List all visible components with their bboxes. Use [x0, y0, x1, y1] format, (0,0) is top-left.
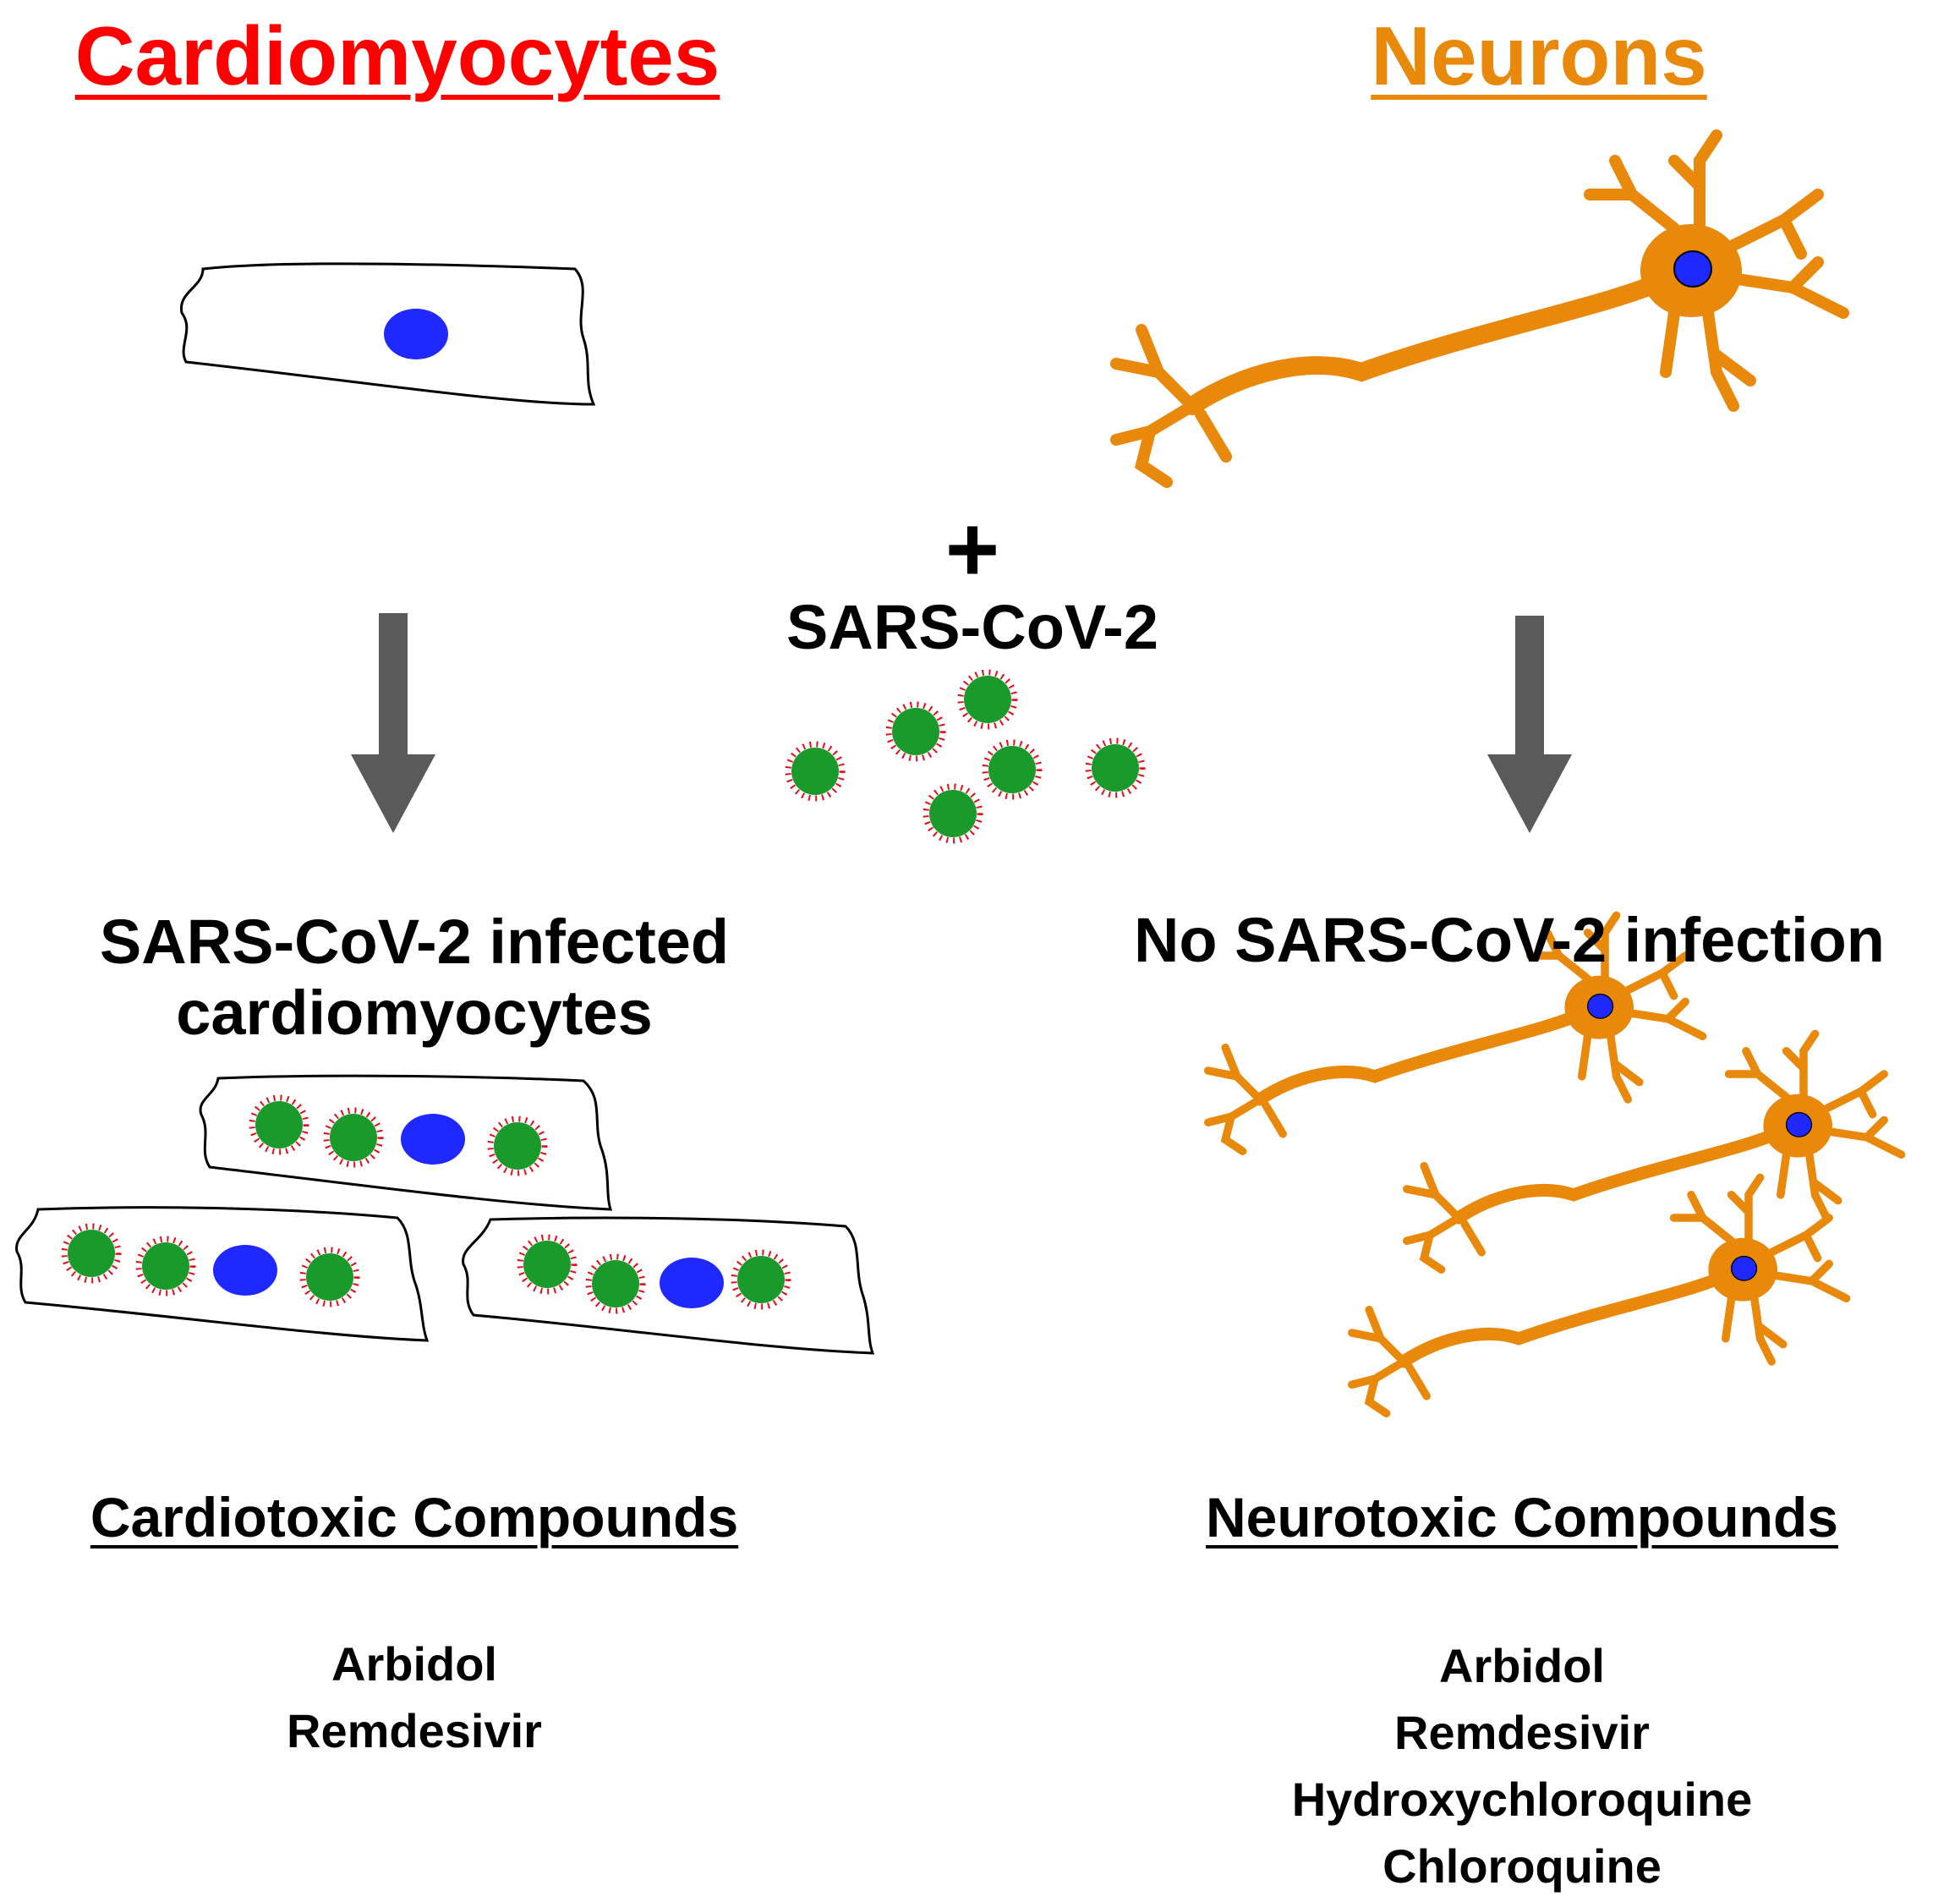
- right-arrow: [1487, 616, 1572, 833]
- cardiotoxic-heading: Cardiotoxic Compounds: [90, 1486, 739, 1548]
- no-infection-label: No SARS-CoV-2 infection: [1133, 905, 1886, 975]
- infected-cardiomyocyte: [462, 1216, 875, 1355]
- virus-particle: [889, 704, 943, 759]
- virus-particle: [985, 743, 1039, 797]
- uninfected-neuron: [1407, 1033, 1902, 1269]
- compound-item: Arbidol: [331, 1637, 497, 1691]
- left-arrow: [351, 613, 435, 833]
- compound-item: Chloroquine: [1382, 1839, 1662, 1893]
- virus-particle: [788, 744, 842, 798]
- uninfected-neuron: [1352, 1177, 1847, 1413]
- virus-cluster: [788, 672, 1142, 841]
- infected-label-line1: SARS-CoV-2 infected: [99, 907, 730, 977]
- cardiotoxic-compound-list: Arbidol Remdesivir: [17, 1631, 812, 1764]
- neurotoxic-heading: Neurotoxic Compounds: [1205, 1486, 1838, 1548]
- virus-particle: [961, 672, 1015, 726]
- virus-particle: [1088, 741, 1142, 795]
- cardiomyocytes-title: Cardiomyocytes: [74, 9, 720, 102]
- compound-item: Arbidol: [1439, 1639, 1605, 1692]
- infected-cardiomyocyte: [199, 1074, 613, 1211]
- nucleus: [384, 309, 448, 359]
- neuron-cell: [1116, 135, 1843, 482]
- neurons-title: Neurons: [1371, 9, 1707, 102]
- virus-label: SARS-CoV-2: [786, 592, 1158, 662]
- infected-label-line2: cardiomyocytes: [176, 978, 653, 1048]
- neurotoxic-compound-list: Arbidol Remdesivir Hydroxychloroquine Ch…: [1125, 1632, 1919, 1899]
- cardiomyocyte-cell: [180, 262, 596, 406]
- virus-particle: [926, 787, 980, 841]
- compound-item: Remdesivir: [287, 1704, 542, 1757]
- compound-item: Hydroxychloroquine: [1291, 1773, 1753, 1826]
- plus-sign: +: [944, 497, 1000, 601]
- infected-cardiomyocyte: [15, 1206, 430, 1342]
- compound-item: Remdesivir: [1394, 1706, 1650, 1759]
